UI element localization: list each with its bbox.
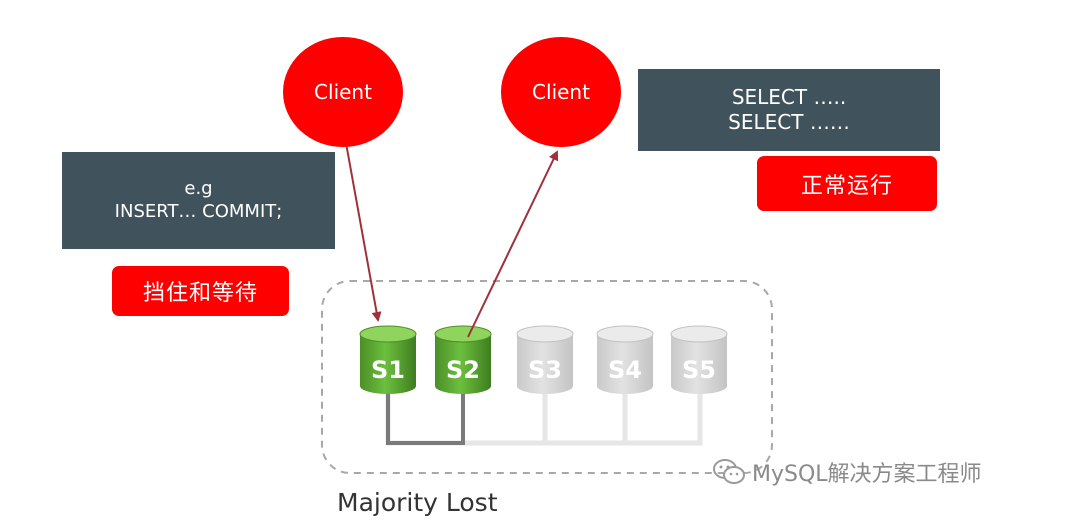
server-s5: S5	[670, 325, 728, 394]
replication-group-border	[321, 280, 773, 474]
read-arrow	[467, 150, 559, 338]
client-label: Client	[532, 80, 590, 104]
server-connections	[385, 392, 703, 446]
blocked-label: 挡住和等待	[112, 266, 289, 316]
write-arrow	[345, 142, 382, 322]
server-label: S4	[608, 356, 642, 384]
watermark: MySQL解决方案工程师	[712, 456, 982, 488]
group-caption: Majority Lost	[337, 488, 498, 517]
read-statement-line1: SELECT …..	[731, 85, 847, 109]
wechat-icon	[713, 459, 745, 484]
write-statement-line2: INSERT… COMMIT;	[114, 200, 283, 222]
server-label: S1	[371, 356, 405, 384]
server-label: S3	[528, 356, 562, 384]
server-s1: S1	[359, 325, 417, 394]
client-node-write: Client	[283, 37, 403, 147]
normal-label: 正常运行	[757, 156, 937, 211]
client-node-read: Client	[501, 37, 621, 147]
server-label: S5	[682, 356, 716, 384]
write-statement-box: e.g INSERT… COMMIT;	[62, 152, 335, 249]
server-s4: S4	[596, 325, 654, 394]
active-link	[386, 392, 465, 445]
read-statement-box: SELECT ….. SELECT ……	[638, 69, 940, 151]
read-statement-line2: SELECT ……	[728, 110, 850, 134]
server-label: S2	[446, 356, 480, 384]
watermark-text: MySQL解决方案工程师	[752, 462, 982, 487]
server-s2: S2	[434, 325, 492, 394]
write-statement-line1: e.g	[184, 178, 213, 199]
client-label: Client	[314, 80, 372, 104]
server-s3: S3	[516, 325, 574, 394]
